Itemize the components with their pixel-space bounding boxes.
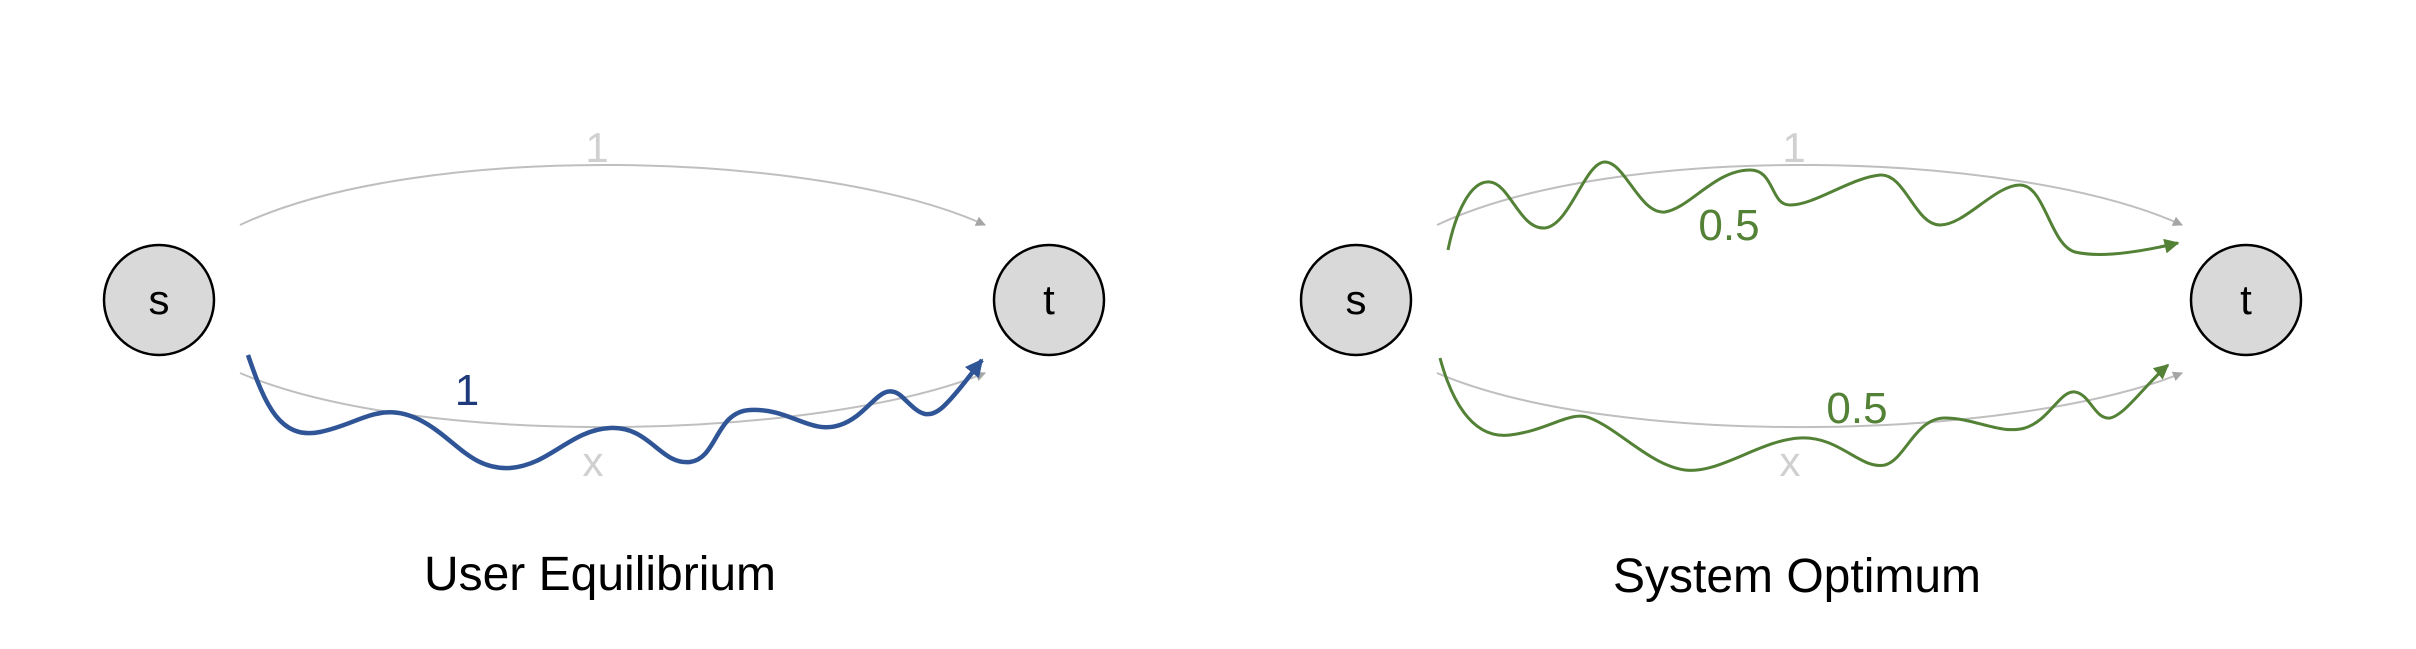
target-node: t — [2189, 243, 2303, 357]
target-node-label: t — [1043, 276, 1055, 323]
bottom-flow-path — [1438, 357, 2170, 472]
top-edge-cost-label: 1 — [585, 124, 608, 171]
source-node-label: s — [149, 276, 170, 323]
target-node-label: t — [2240, 276, 2252, 323]
top-flow-label: 0.5 — [1698, 201, 1759, 250]
panel-caption: User Equilibrium — [424, 548, 776, 601]
top-edge-cost-label: 1 — [1782, 124, 1805, 171]
panel-caption: System Optimum — [1613, 550, 1981, 603]
source-node: s — [102, 243, 216, 357]
target-node: t — [992, 243, 1106, 357]
flow-path — [245, 354, 984, 471]
bottom-flow-label: 0.5 — [1826, 384, 1887, 433]
panel-system-optimum: 1 x 0.5 0.5 s t System Optimum — [1299, 124, 2303, 603]
bottom-edge-cost-label: x — [1780, 438, 1801, 485]
source-node-label: s — [1346, 276, 1367, 323]
top-flow-path — [1446, 160, 2180, 256]
top-edge — [239, 164, 986, 226]
panel-user-equilibrium: 1 x 1 s t User Equilibrium — [102, 124, 1106, 601]
flow-label: 1 — [455, 366, 479, 415]
bottom-edge — [1436, 371, 2183, 428]
top-edge — [1436, 164, 2183, 226]
bottom-edge-cost-label: x — [583, 438, 604, 485]
source-node: s — [1299, 243, 1413, 357]
